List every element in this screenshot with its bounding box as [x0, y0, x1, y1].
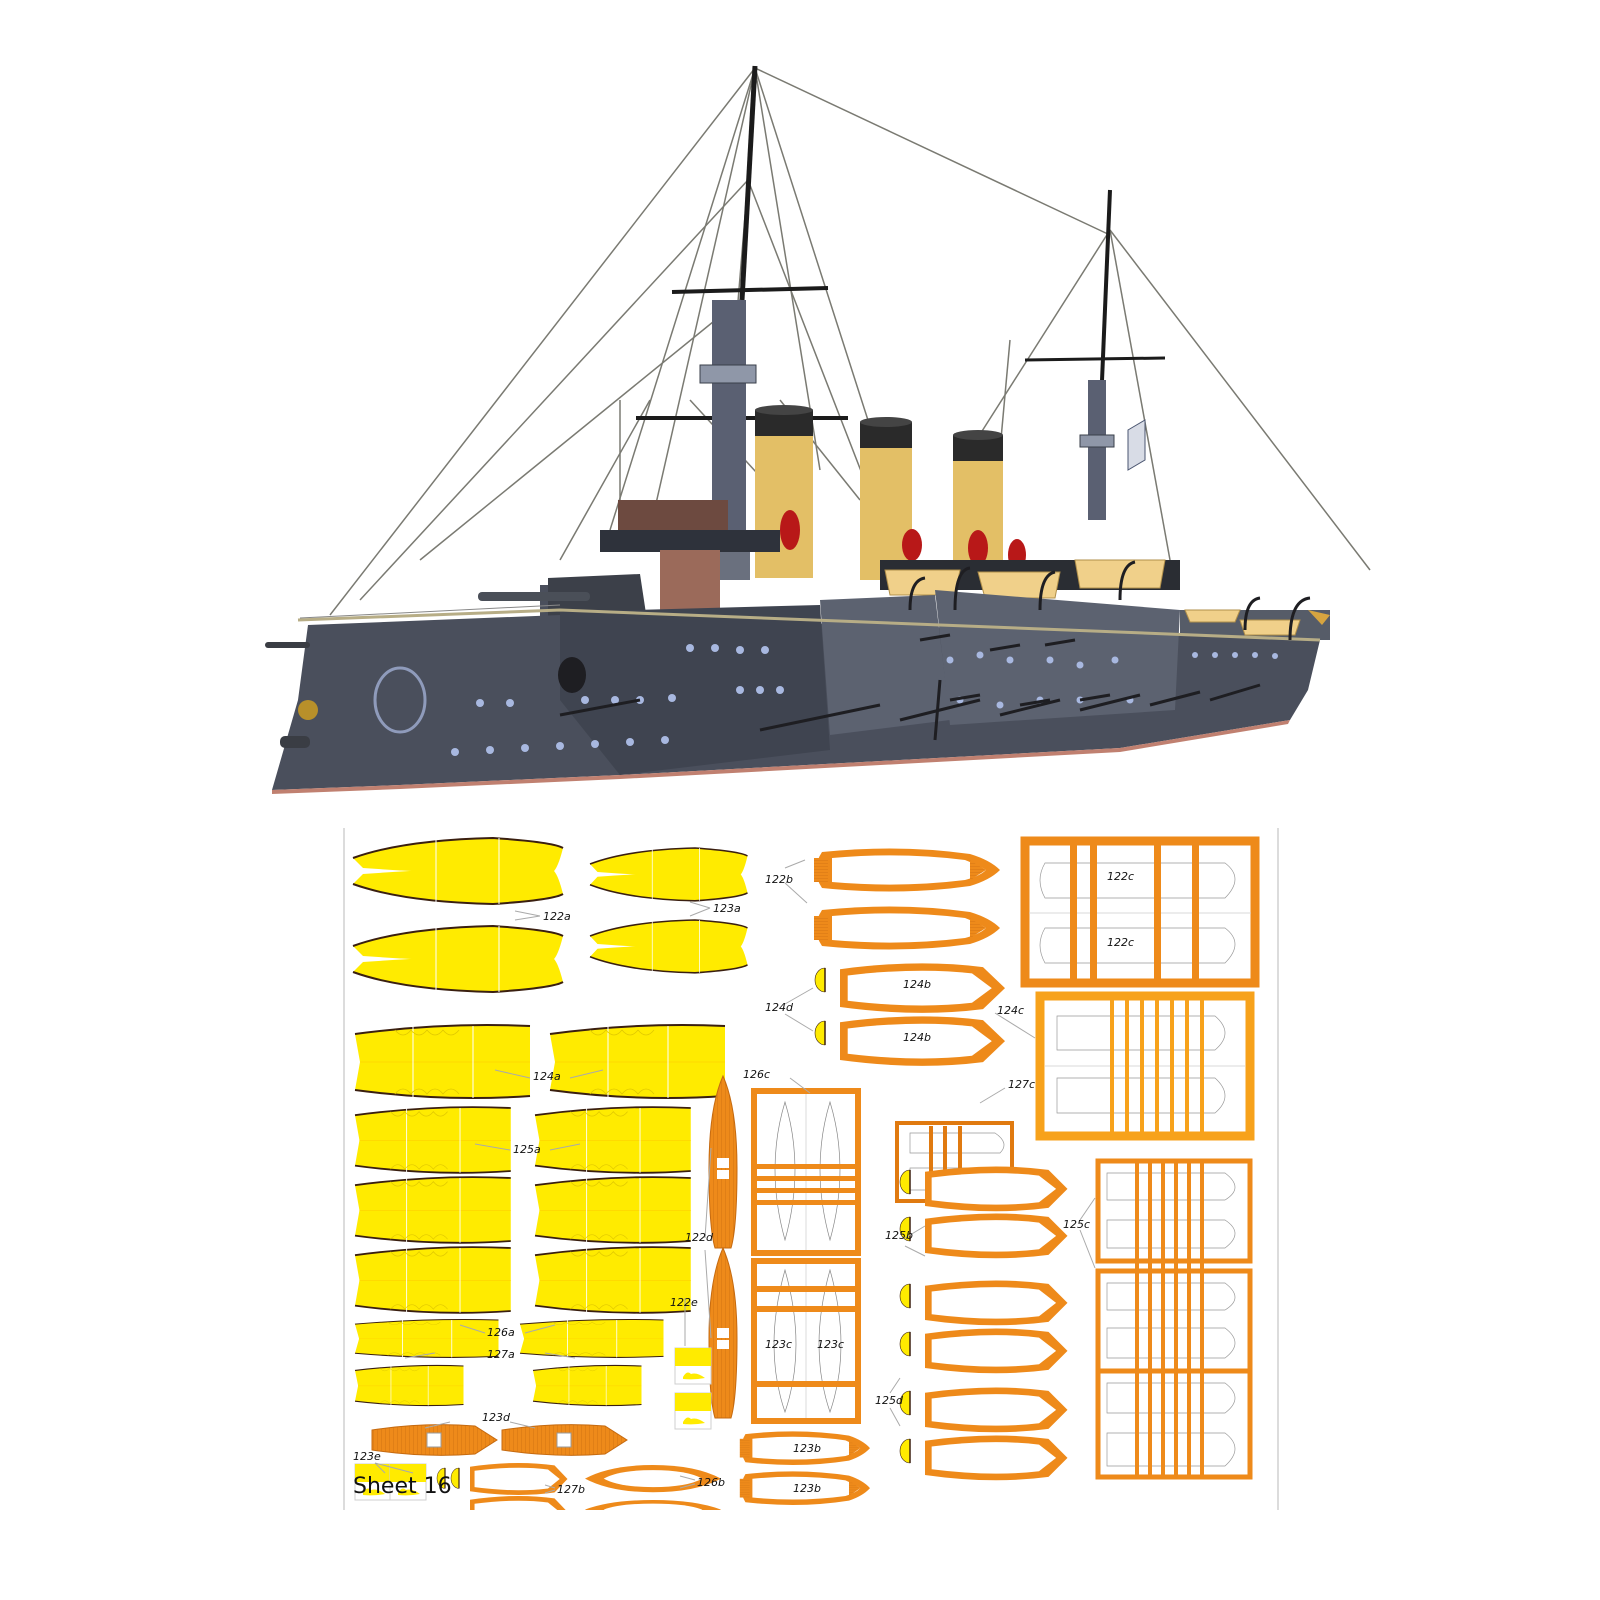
- label-123b-bottom: 123b: [793, 1482, 821, 1495]
- label-123d: 123d: [482, 1411, 510, 1424]
- label-122c-top: 122c: [1107, 870, 1135, 883]
- part-123c-frame: [751, 1258, 861, 1424]
- label-123e: 123e: [353, 1450, 381, 1463]
- part-124a-group: [354, 1024, 726, 1099]
- battleship-illustration: [265, 65, 1371, 794]
- main-mast: [1024, 189, 1166, 520]
- label-122a: 122a: [543, 910, 571, 923]
- label-127c: 127c: [1008, 1078, 1036, 1091]
- part-122a-group: [352, 837, 564, 993]
- label-123a: 123a: [713, 902, 741, 915]
- label-124d: 124d: [765, 1001, 793, 1014]
- ship-model-photo: [265, 65, 1371, 794]
- label-125c: 125c: [1063, 1218, 1091, 1231]
- part-122e-group: [674, 1347, 712, 1430]
- label-124b-top: 124b: [903, 978, 931, 991]
- funnels: [755, 405, 1026, 582]
- boat-davits: [908, 560, 1311, 641]
- part-124d-group: [814, 967, 826, 1046]
- stern-lantern: [1308, 610, 1330, 625]
- part-127b-group: [470, 1462, 568, 1510]
- label-127b: 127b: [557, 1483, 585, 1496]
- part-122b-group: [814, 848, 1000, 950]
- part-125a-group: [354, 1106, 692, 1314]
- label-126c: 126c: [743, 1068, 771, 1081]
- label-122e: 122e: [670, 1296, 698, 1309]
- label-123c-right: 123c: [817, 1338, 845, 1351]
- part-126c-frame: [751, 1088, 861, 1256]
- sheet-title: Sheet 16: [353, 1474, 452, 1499]
- part-123d-group: [371, 1424, 628, 1456]
- label-125b: 125b: [885, 1229, 913, 1242]
- label-125d: 125d: [875, 1394, 903, 1407]
- label-122c-bottom: 122c: [1107, 936, 1135, 949]
- hull: [265, 590, 1321, 794]
- label-122d: 122d: [685, 1231, 713, 1244]
- part-125b-group: [925, 1166, 1068, 1481]
- part-124c-frame: [1035, 991, 1255, 1141]
- rigging: [329, 67, 1371, 616]
- part-122c-frame: [1020, 836, 1260, 988]
- part-122d-group: [708, 1074, 738, 1419]
- label-124c: 124c: [997, 1004, 1025, 1017]
- parts-sheet: 122a 123a 122b 122c 122c 124b 124b 124d …: [343, 828, 1279, 1510]
- label-127a: 127a: [487, 1348, 515, 1361]
- label-123c-left: 123c: [765, 1338, 793, 1351]
- part-127a-group: [354, 1364, 643, 1407]
- secondary-guns: [559, 633, 1261, 741]
- label-125a: 125a: [513, 1143, 541, 1156]
- label-126a: 126a: [487, 1326, 515, 1339]
- label-124a: 124a: [533, 1070, 561, 1083]
- label-126b: 126b: [697, 1476, 725, 1489]
- part-125c-frames: [1095, 1158, 1253, 1480]
- label-123b-top: 123b: [793, 1442, 821, 1455]
- parts-sheet-drawing: [352, 836, 1260, 1510]
- label-122b: 122b: [765, 873, 793, 886]
- leader-lines: [374, 859, 1096, 1494]
- part-125d-group: [899, 1169, 911, 1464]
- label-124b-bottom: 124b: [903, 1031, 931, 1044]
